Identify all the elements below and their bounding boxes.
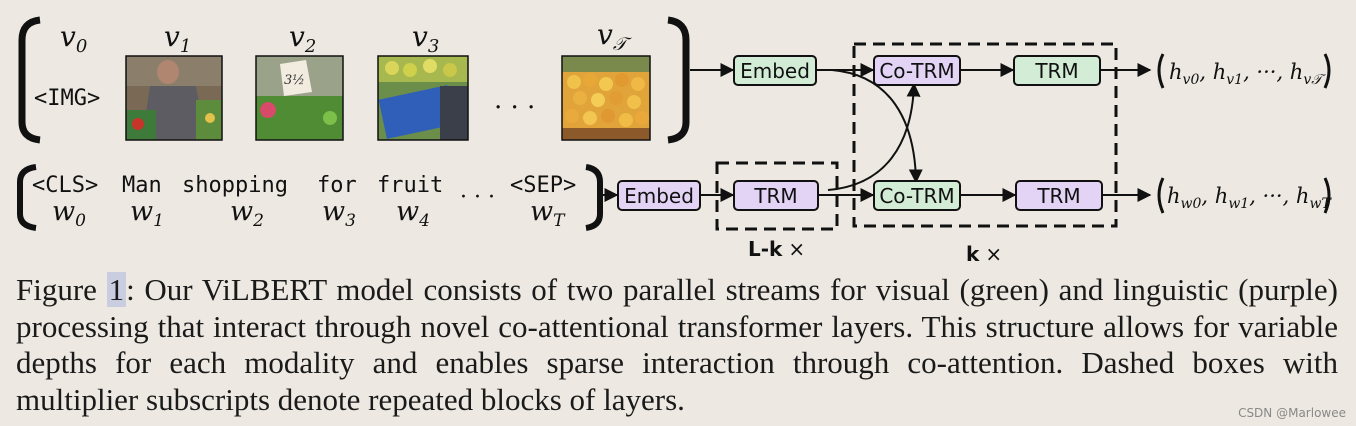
visual-embed-label: Embed: [740, 59, 810, 83]
text-ellipsis: · · ·: [460, 185, 495, 210]
caption-body: : Our ViLBERT model consists of two para…: [16, 272, 1339, 417]
visual-ellipsis: . . .: [494, 85, 535, 115]
visual-output-label: hv0, hv1, ···, hv𝒯: [1169, 60, 1326, 88]
caption-prefix: Figure: [16, 272, 107, 307]
visual-embed-block: [733, 55, 817, 86]
text-cotrm-label: Co-TRM: [879, 184, 954, 208]
text-cotrm-block: [873, 180, 961, 211]
market-price-tag-photo: 3½: [255, 55, 344, 141]
figure-reference-link[interactable]: 1: [106, 272, 127, 307]
v-label-T: v𝒯: [597, 18, 632, 55]
v-label-0: v0: [60, 20, 87, 57]
cross-arrow-linguistic-to-visual: [827, 82, 921, 191]
text-embed-label: Embed: [624, 184, 694, 208]
visual-output-left-paren: [1157, 53, 1165, 89]
w-label-2: w2: [230, 196, 264, 231]
v-label-3: v3: [412, 20, 439, 57]
token-sep: <SEP>: [510, 173, 576, 198]
text-left-bracket: [17, 164, 37, 231]
text-trm-block: [733, 180, 819, 211]
token-for: for: [317, 173, 357, 198]
token-fruit: fruit: [377, 173, 443, 198]
v-label-2: v2: [289, 20, 316, 57]
watermark: CSDN @Marlowee: [1238, 406, 1346, 420]
visual-output-right-paren: [1323, 53, 1331, 89]
token-man: Man: [122, 173, 162, 198]
w-label-4: w4: [396, 196, 430, 231]
vilbert-diagram: v0 v1 v2 v3 v𝒯 <IMG> . . . 3½: [17, 16, 1332, 266]
k-multiplier: k×: [966, 242, 1002, 266]
text-output-left-paren: [1157, 177, 1165, 214]
text-output-right-paren: [1323, 177, 1331, 214]
v-label-1: v1: [164, 20, 191, 57]
text-output-label: hw0, hw1, ···, hwT: [1167, 184, 1332, 212]
token-cls: <CLS>: [32, 173, 98, 198]
visual-left-bracket: [18, 16, 41, 144]
text-trm2-block: [1015, 180, 1103, 211]
visual-cotrm-label: Co-TRM: [879, 59, 954, 83]
k-repeat-box: [852, 42, 1118, 228]
w-label-T: wT: [530, 196, 566, 231]
cross-arrow-visual-to-linguistic: [831, 69, 923, 184]
figure-caption: Figure 1: Our ViLBERT model consists of …: [16, 272, 1338, 418]
w-label-1: w1: [130, 196, 164, 231]
lk-multiplier: L-k×: [748, 237, 805, 261]
visual-trm-block: [1013, 55, 1101, 86]
img-token: <IMG>: [34, 86, 100, 111]
svg-text:3½: 3½: [284, 73, 305, 88]
w-label-0: w0: [52, 196, 86, 231]
visual-cotrm-block: [873, 55, 961, 86]
market-blue-crate-photo: [377, 55, 469, 141]
visual-trm-label: TRM: [1034, 59, 1078, 83]
text-right-bracket: [585, 164, 603, 231]
token-shopping: shopping: [182, 173, 288, 198]
market-fruit-pile-photo: [561, 55, 651, 141]
visual-right-bracket: [667, 16, 690, 144]
text-embed-block: [617, 180, 701, 211]
w-label-3: w3: [322, 196, 356, 231]
text-trm2-label: TRM: [1036, 184, 1080, 208]
text-trm-label: TRM: [753, 184, 797, 208]
market-man-photo: [125, 55, 223, 141]
